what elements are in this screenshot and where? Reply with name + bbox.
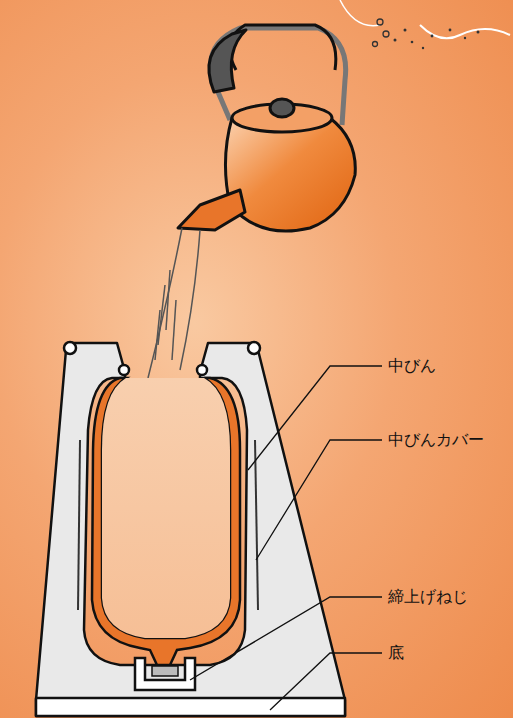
decoration — [340, 0, 510, 49]
leader-lines — [190, 366, 382, 710]
part-label: 中びんカバー — [388, 430, 484, 449]
kettle — [178, 25, 355, 231]
tightening-screw — [135, 658, 195, 690]
part-label: 底 — [388, 643, 404, 662]
water-stream — [148, 228, 200, 378]
thermos-body — [36, 342, 345, 716]
inner-bottle — [92, 378, 240, 665]
part-label: 締上げねじ — [388, 587, 468, 606]
part-label: 中びん — [388, 356, 436, 375]
